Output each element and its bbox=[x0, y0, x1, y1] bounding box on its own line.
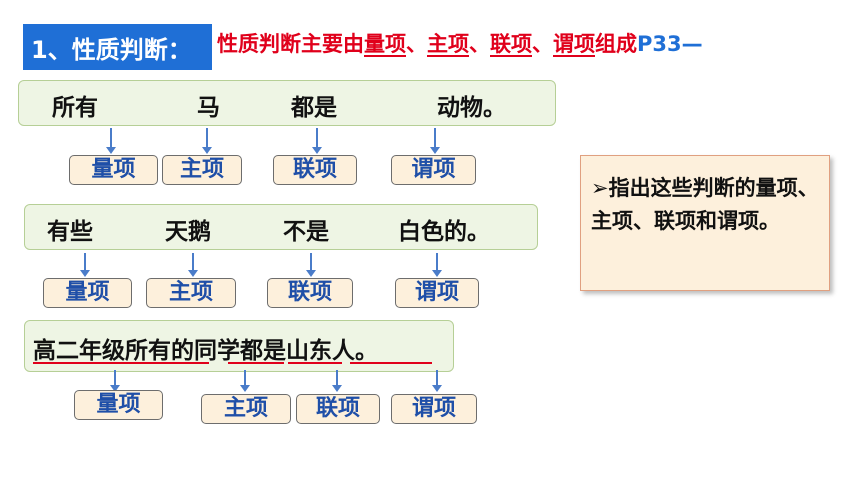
s1-word-subject: 马 bbox=[197, 95, 220, 121]
s1-arrow-2 bbox=[202, 128, 212, 154]
s2-arrow-3 bbox=[306, 253, 316, 277]
s3-underline-predicate bbox=[350, 362, 432, 364]
section-title: 1、性质判断： bbox=[23, 24, 212, 70]
s2-tag-copula: 联项 bbox=[267, 278, 353, 308]
s3-underline-quantifier bbox=[33, 362, 209, 364]
s1-word-copula: 都是 bbox=[291, 95, 337, 121]
s3-tag-quantifier: 量项 bbox=[74, 390, 163, 420]
sentence-2-box: 有些 天鹅 不是 白色的。 bbox=[24, 204, 538, 250]
s2-arrow-2 bbox=[188, 253, 198, 277]
s3-sentence-text: 高二年级所有的同学都是山东人。 bbox=[33, 338, 378, 364]
sep-3: 、 bbox=[532, 32, 553, 56]
s3-underline-copula bbox=[288, 362, 342, 364]
term-subject: 主项 bbox=[427, 32, 469, 56]
s2-tag-predicate: 谓项 bbox=[395, 278, 479, 308]
s1-arrow-1 bbox=[106, 128, 116, 154]
s1-word-quantifier: 所有 bbox=[52, 95, 98, 121]
term-quantifier: 量项 bbox=[364, 32, 406, 56]
term-copula: 联项 bbox=[490, 32, 532, 56]
s3-arrow-3 bbox=[332, 370, 342, 392]
sep-2: 、 bbox=[469, 32, 490, 56]
note-text: 指出这些判断的量项、主项、联项和谓项。 bbox=[591, 176, 819, 233]
s1-tag-predicate: 谓项 bbox=[391, 155, 476, 185]
s3-arrow-1 bbox=[110, 370, 120, 392]
term-predicate: 谓项 bbox=[553, 32, 595, 56]
desc-suffix: 组成 bbox=[595, 32, 637, 56]
instruction-note: ➢指出这些判断的量项、主项、联项和谓项。 bbox=[580, 155, 830, 291]
s2-word-subject: 天鹅 bbox=[165, 219, 211, 245]
s2-tag-quantifier: 量项 bbox=[43, 278, 132, 308]
page-reference: P33— bbox=[637, 32, 703, 56]
bullet-arrow-icon: ➢ bbox=[591, 176, 609, 200]
sentence-1-box: 所有 马 都是 动物。 bbox=[18, 80, 556, 126]
sep-1: 、 bbox=[406, 32, 427, 56]
s3-tag-predicate: 谓项 bbox=[391, 394, 477, 424]
s2-word-quantifier: 有些 bbox=[47, 219, 93, 245]
s2-word-predicate: 白色的。 bbox=[398, 219, 490, 245]
s1-arrow-3 bbox=[312, 128, 322, 154]
s3-tag-copula: 联项 bbox=[296, 394, 380, 424]
s1-tag-subject: 主项 bbox=[162, 155, 242, 185]
s3-underline-subject bbox=[228, 362, 284, 364]
s1-tag-quantifier: 量项 bbox=[69, 155, 158, 185]
s1-arrow-4 bbox=[430, 128, 440, 154]
desc-prefix: 性质判断主要由 bbox=[217, 32, 364, 56]
s2-tag-subject: 主项 bbox=[146, 278, 236, 308]
s2-arrow-4 bbox=[432, 253, 442, 277]
s2-word-copula: 不是 bbox=[283, 219, 329, 245]
s3-tag-subject: 主项 bbox=[201, 394, 291, 424]
s1-word-predicate: 动物。 bbox=[437, 95, 506, 121]
title-description: 性质判断主要由量项、主项、联项、谓项组成P33— bbox=[217, 28, 703, 58]
s1-tag-copula: 联项 bbox=[273, 155, 357, 185]
s2-arrow-1 bbox=[80, 253, 90, 277]
s3-arrow-2 bbox=[240, 370, 250, 392]
s3-arrow-4 bbox=[432, 370, 442, 392]
